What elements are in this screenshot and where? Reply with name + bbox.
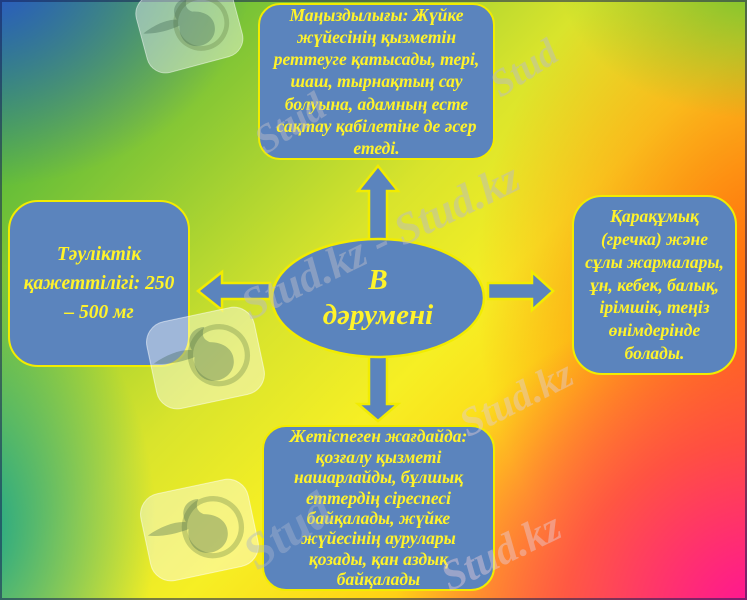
arrow-up <box>355 163 401 242</box>
node-food-sources-text: Қарақұмық (гречка) және сұлы жармалары, … <box>585 206 724 363</box>
arrow-down <box>354 354 402 423</box>
center-topic-label: В дәрумені <box>272 239 484 357</box>
arrow-right <box>486 269 555 313</box>
arrow-left <box>195 269 272 313</box>
node-deficiency-text: Жетіспеген жағдайда: қозғалу қызметі наш… <box>289 426 468 590</box>
center-topic-line1: В <box>368 263 388 296</box>
node-food-sources: Қарақұмық (гречка) және сұлы жармалары, … <box>572 195 737 375</box>
center-topic-line2: дәрумені <box>322 299 434 331</box>
center-ellipse <box>270 237 486 359</box>
node-deficiency: Жетіспеген жағдайда: қозғалу қызметі наш… <box>262 425 495 591</box>
node-importance-text: Маңыздылығы: Жүйке жүйесінің қызметін ре… <box>273 4 480 159</box>
node-daily-need: Тәуліктік қажеттілігі: 250 – 500 мг <box>8 200 190 367</box>
node-daily-need-text: Тәуліктік қажеттілігі: 250 – 500 мг <box>23 243 175 324</box>
node-importance: Маңыздылығы: Жүйке жүйесінің қызметін ре… <box>258 3 495 160</box>
